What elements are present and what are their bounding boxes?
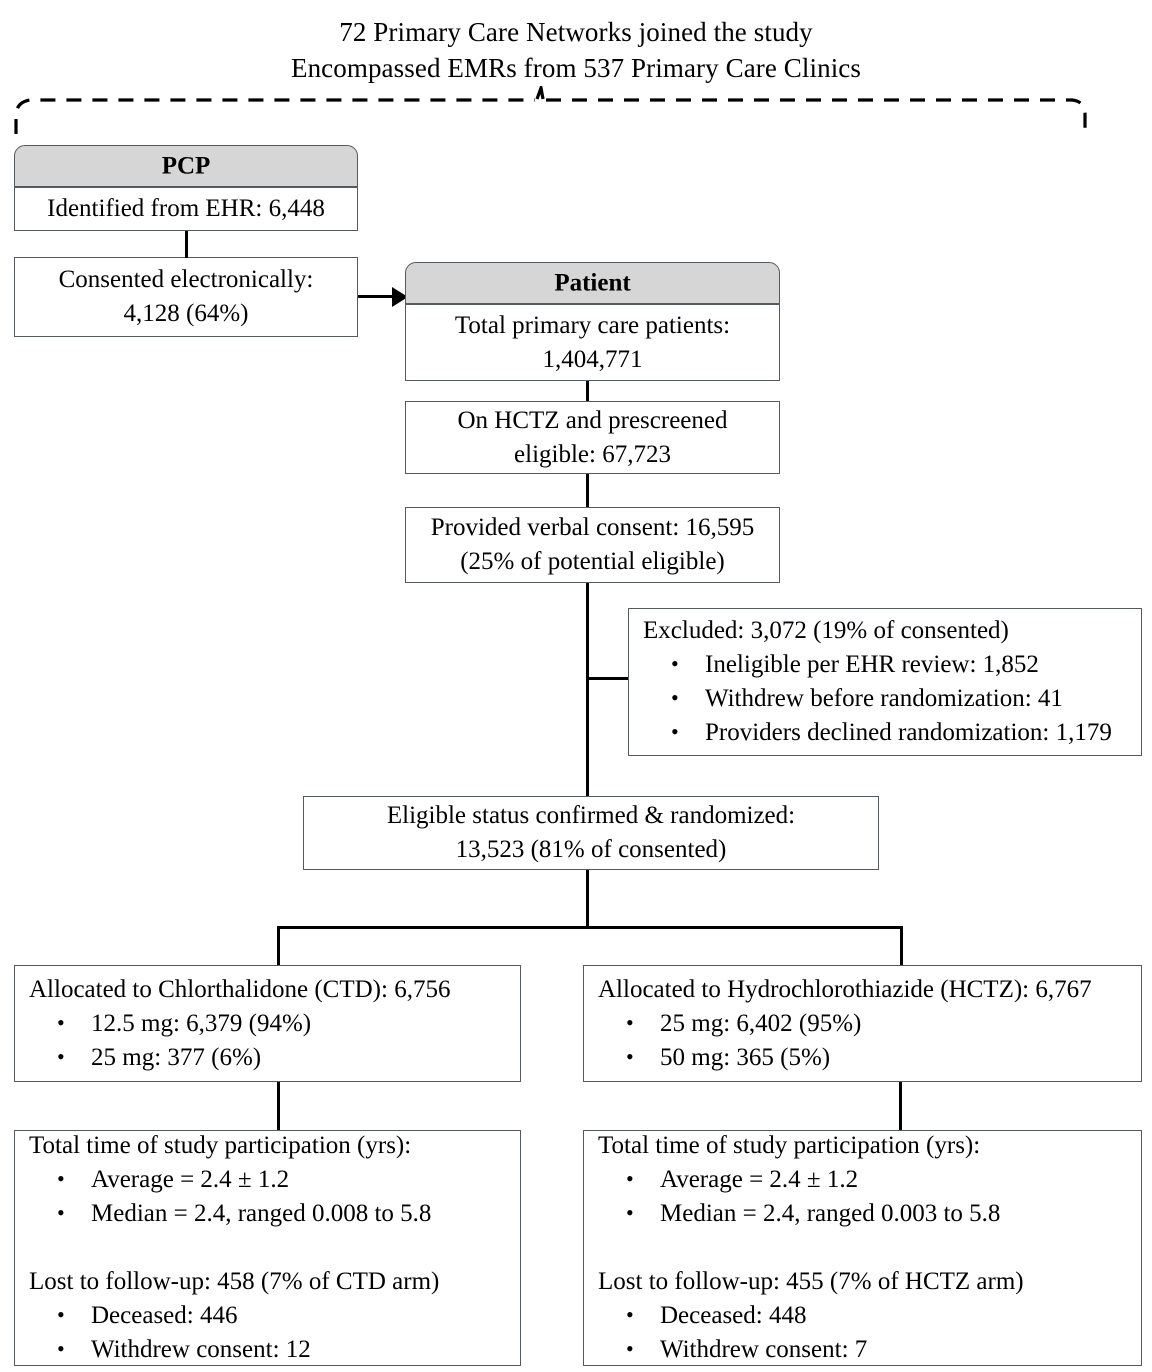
patient-total-box: Total primary care patients: 1,404,771 <box>405 304 780 381</box>
outcome-ctd-lost-title: Lost to follow-up: 458 (7% of CTD arm) <box>29 1268 440 1295</box>
excluded-title: Excluded: 3,072 (19% of consented) <box>643 617 1009 644</box>
list-item: Withdrew consent: 7 <box>598 1332 1127 1367</box>
outcome-box-hctz: Total time of study participation (yrs):… <box>583 1130 1142 1366</box>
randomized-box: Eligible status confirmed & randomized: … <box>303 796 879 870</box>
connector-ctd-allocation-to-outcome <box>277 1082 280 1130</box>
connector-split-left-drop <box>277 926 280 966</box>
list-item: Withdrew before randomization: 41 <box>643 681 1127 716</box>
pcp-consented-line-2: 4,128 (64%) <box>123 300 249 327</box>
outcome-hctz-lost-title: Lost to follow-up: 455 (7% of HCTZ arm) <box>598 1268 1024 1295</box>
excluded-content: Excluded: 3,072 (19% of consented) Ineli… <box>629 614 1141 750</box>
pcp-caption-header: PCP <box>14 145 358 187</box>
allocation-box-ctd: Allocated to Chlorthalidone (CTD): 6,756… <box>14 965 521 1082</box>
patient-hctz-line-1: On HCTZ and prescreened <box>457 406 728 434</box>
list-item: Deceased: 446 <box>29 1298 506 1333</box>
connector-pcp-to-patient-arrow <box>392 287 408 307</box>
pcp-identified-box: Identified from EHR: 6,448 <box>14 187 358 231</box>
list-item: 25 mg: 6,402 (95%) <box>598 1006 1127 1041</box>
allocation-ctd-list: 12.5 mg: 6,379 (94%) 25 mg: 377 (6%) <box>29 1006 506 1075</box>
connector-split-right-drop <box>900 926 903 966</box>
connector-randomized-down <box>586 870 589 928</box>
allocation-hctz-title: Allocated to Hydrochlorothiazide (HCTZ):… <box>598 975 1092 1003</box>
outcome-ctd-lost-list: Deceased: 446 Withdrew consent: 12 <box>29 1298 506 1367</box>
list-item: Average = 2.4 ± 1.2 <box>29 1162 506 1197</box>
outcome-hctz-participation-list: Average = 2.4 ± 1.2 Median = 2.4, ranged… <box>598 1162 1127 1231</box>
list-item: Ineligible per EHR review: 1,852 <box>643 647 1127 682</box>
patient-caption-header: Patient <box>405 262 780 304</box>
outcome-ctd-participation-list: Average = 2.4 ± 1.2 Median = 2.4, ranged… <box>29 1162 506 1231</box>
chart-title: 72 Primary Care Networks joined the stud… <box>0 14 1152 86</box>
dashed-brace <box>14 86 1087 134</box>
connector-verbal-trunk <box>586 583 589 796</box>
allocation-box-hctz: Allocated to Hydrochlorothiazide (HCTZ):… <box>583 965 1142 1082</box>
pcp-consented-text: Consented electronically: 4,128 (64%) <box>15 263 357 331</box>
connector-hctz-to-verbal <box>586 474 589 507</box>
pcp-caption-label: PCP <box>161 152 211 180</box>
randomized-line-1: Eligible status confirmed & randomized: <box>386 802 796 829</box>
chart-title-line-1: 72 Primary Care Networks joined the stud… <box>339 17 813 47</box>
randomized-line-2: 13,523 (81% of consented) <box>455 836 727 863</box>
patient-verbal-consent-box: Provided verbal consent: 16,595 (25% of … <box>405 507 780 583</box>
patient-total-text: Total primary care patients: 1,404,771 <box>406 309 779 377</box>
pcp-consented-box: Consented electronically: 4,128 (64%) <box>14 257 358 337</box>
list-item: 12.5 mg: 6,379 (94%) <box>29 1006 506 1041</box>
list-item: Median = 2.4, ranged 0.008 to 5.8 <box>29 1196 506 1231</box>
outcome-hctz-content: Total time of study participation (yrs):… <box>584 1129 1141 1367</box>
excluded-box: Excluded: 3,072 (19% of consented) Ineli… <box>628 608 1142 756</box>
list-item: Withdrew consent: 12 <box>29 1332 506 1367</box>
allocation-hctz-content: Allocated to Hydrochlorothiazide (HCTZ):… <box>584 973 1141 1075</box>
allocation-ctd-title: Allocated to Chlorthalidone (CTD): 6,756 <box>29 975 451 1003</box>
patient-hctz-line-2: eligible: 67,723 <box>514 440 671 468</box>
pcp-consented-line-1: Consented electronically: <box>58 266 314 293</box>
list-item: Median = 2.4, ranged 0.003 to 5.8 <box>598 1196 1127 1231</box>
patient-caption-label: Patient <box>554 269 631 297</box>
allocation-hctz-list: 25 mg: 6,402 (95%) 50 mg: 365 (5%) <box>598 1006 1127 1075</box>
list-item: 50 mg: 365 (5%) <box>598 1040 1127 1075</box>
outcome-hctz-lost-list: Deceased: 448 Withdrew consent: 7 <box>598 1298 1127 1367</box>
patient-total-line-1: Total primary care patients: <box>454 311 731 339</box>
list-item: Deceased: 448 <box>598 1298 1127 1333</box>
connector-hctz-allocation-to-outcome <box>899 1082 902 1130</box>
list-item: 25 mg: 377 (6%) <box>29 1040 506 1075</box>
randomized-text: Eligible status confirmed & randomized: … <box>304 799 878 867</box>
connector-pcp-to-patient-line <box>358 295 400 298</box>
patient-verbal-text: Provided verbal consent: 16,595 (25% of … <box>406 511 779 579</box>
connector-branch-to-excluded <box>586 677 630 680</box>
spacer <box>598 1231 1127 1265</box>
chart-title-line-2: Encompassed EMRs from 537 Primary Care C… <box>290 53 862 83</box>
patient-verbal-line-1: Provided verbal consent: 16,595 <box>430 514 755 541</box>
pcp-identified-text: Identified from EHR: 6,448 <box>47 195 325 222</box>
patient-hctz-text: On HCTZ and prescreened eligible: 67,723 <box>406 404 779 472</box>
spacer <box>29 1231 506 1265</box>
connector-patient-to-hctz <box>586 381 589 401</box>
outcome-box-ctd: Total time of study participation (yrs):… <box>14 1130 521 1366</box>
patient-hctz-box: On HCTZ and prescreened eligible: 67,723 <box>405 401 780 474</box>
list-item: Average = 2.4 ± 1.2 <box>598 1162 1127 1197</box>
patient-verbal-line-2: (25% of potential eligible) <box>460 548 725 575</box>
excluded-list: Ineligible per EHR review: 1,852 Withdre… <box>643 647 1127 750</box>
allocation-ctd-content: Allocated to Chlorthalidone (CTD): 6,756… <box>15 973 520 1075</box>
patient-total-line-2: 1,404,771 <box>542 345 643 373</box>
outcome-ctd-participation-title: Total time of study participation (yrs): <box>29 1132 412 1159</box>
connector-pcp-vertical <box>185 231 188 258</box>
outcome-ctd-content: Total time of study participation (yrs):… <box>15 1129 520 1367</box>
connector-split-bar <box>277 926 903 929</box>
outcome-hctz-participation-title: Total time of study participation (yrs): <box>598 1132 981 1159</box>
list-item: Providers declined randomization: 1,179 <box>643 715 1127 750</box>
